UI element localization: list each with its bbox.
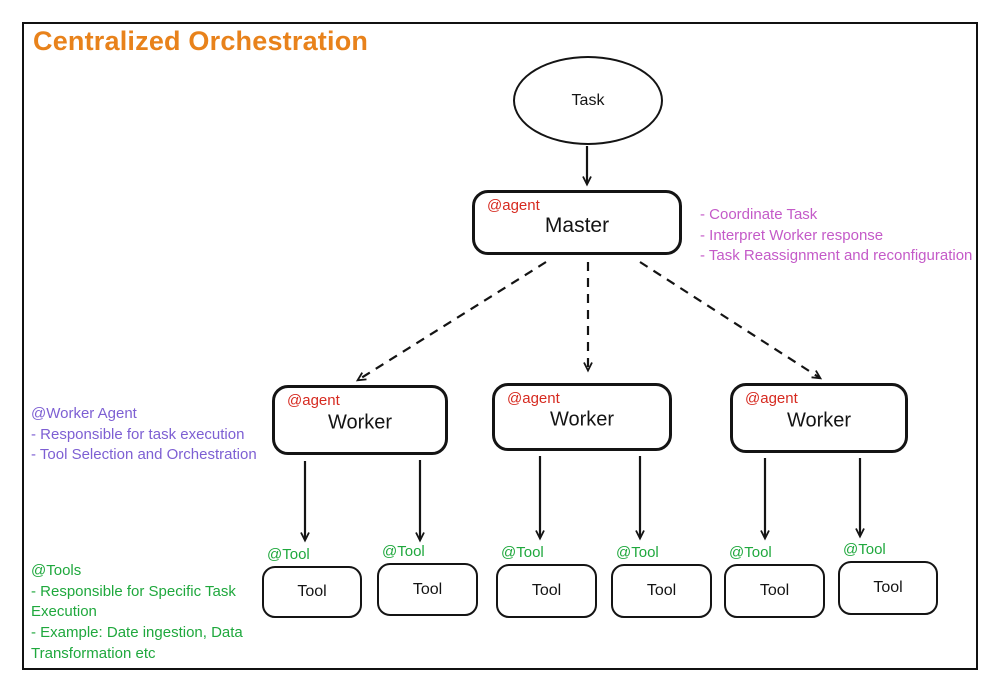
master-notes: - Coordinate Task - Interpret Worker res… [700,205,1000,267]
master-note-line: - Coordinate Task [700,206,818,223]
tools-note-line: @Tools [31,562,82,579]
node-worker-2: @agent Worker [492,383,672,451]
worker-notes: @Worker Agent - Responsible for task exe… [31,404,281,466]
tool4-tag: @Tool [616,544,659,561]
tool2-label: Tool [412,580,443,598]
node-tool-4: Tool [611,564,712,618]
task-label: Task [571,91,605,109]
tools-notes: @Tools - Responsible for Specific Task E… [31,561,269,664]
worker3-agent-tag: @agent [745,390,798,407]
worker1-label: Worker [327,411,393,434]
node-tool-1: Tool [262,566,362,618]
tool-group-6: @Tool Tool [838,541,938,615]
tool1-label: Tool [297,583,327,600]
node-tool-2: Tool [377,563,478,616]
worker3-label: Worker [786,409,852,432]
node-master: @agent Master [472,190,682,255]
diagram-title: Centralized Orchestration [33,26,369,56]
node-worker-3: @agent Worker [730,383,908,453]
worker1-agent-tag: @agent [287,392,340,409]
master-agent-tag: @agent [487,197,540,214]
node-worker-1: @agent Worker [272,385,448,455]
tool2-tag: @Tool [382,543,425,560]
worker-note-line: @Worker Agent [31,405,137,422]
tool6-label: Tool [873,579,903,596]
tool-group-4: @Tool Tool [611,544,712,618]
tool6-tag: @Tool [843,541,886,558]
tool4-label: Tool [646,582,677,599]
tool-group-3: @Tool Tool [496,544,597,618]
worker-note-line: - Tool Selection and Orchestration [31,446,257,464]
tool3-label: Tool [531,582,562,599]
master-note-line: - Interpret Worker response [700,226,884,244]
node-task: Task [513,56,663,145]
tools-note-line: - Example: Date ingestion, Data Transfor… [31,624,243,662]
worker-note-line: - Responsible for task execution [31,425,245,443]
tool-group-1: @Tool Tool [262,546,362,618]
master-note-line: - Task Reassignment and reconfiguration [700,247,973,265]
tools-note-line: - Responsible for Specific Task Executio… [31,582,236,621]
node-tool-5: Tool [724,564,825,618]
master-label: Master [544,213,610,237]
tool5-label: Tool [759,582,790,599]
node-tool-6: Tool [838,561,938,615]
tool-group-5: @Tool Tool [724,544,825,618]
node-tool-3: Tool [496,564,597,618]
worker2-agent-tag: @agent [507,390,560,407]
worker2-label: Worker [549,408,615,431]
tool-group-2: @Tool Tool [377,543,478,616]
tool1-tag: @Tool [267,546,310,563]
tool3-tag: @Tool [501,544,544,561]
tool5-tag: @Tool [729,544,772,561]
